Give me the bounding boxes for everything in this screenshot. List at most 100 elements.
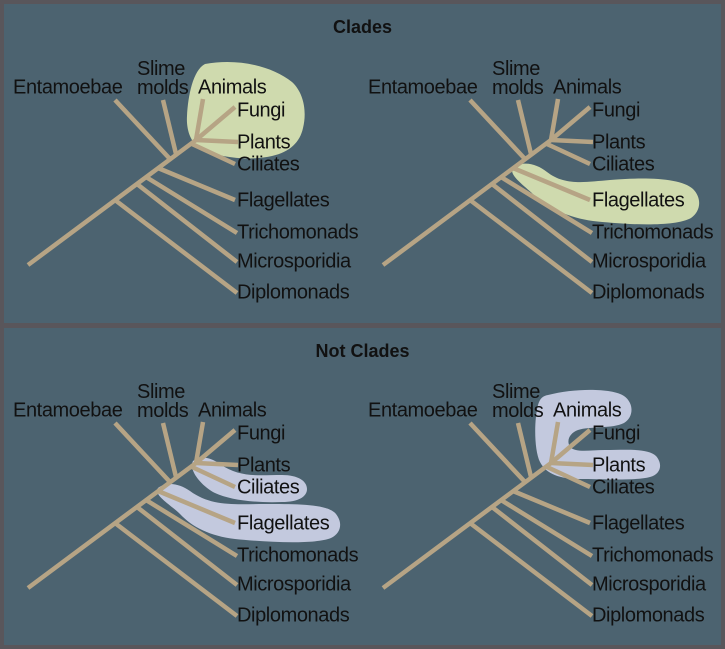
taxon-label-entamoebae: Entamoebae <box>13 399 123 422</box>
taxon-label-animals: Animals <box>553 399 622 422</box>
branch-microsporidia <box>135 182 239 264</box>
taxon-label-fungi: Fungi <box>592 99 641 122</box>
branch-entamoebae <box>113 421 172 484</box>
taxon-label-diplomonads: Diplomonads <box>237 281 350 304</box>
tree-graphic <box>26 62 305 295</box>
tree-graphic <box>26 421 341 618</box>
tree-graphic <box>381 98 700 295</box>
branch-slime-molds <box>160 99 179 155</box>
taxon-label-diplomonads: Diplomonads <box>237 604 350 627</box>
taxon-label-microsporidia: Microsporidia <box>592 573 706 596</box>
branch-ciliates <box>546 141 591 167</box>
tree-graphic <box>381 389 661 618</box>
taxon-label-animals: Animals <box>198 399 267 422</box>
branch-plants <box>195 137 239 145</box>
taxon-label-diplomonads: Diplomonads <box>592 604 705 627</box>
taxon-label-microsporidia: Microsporidia <box>237 250 351 273</box>
taxon-label-entamoebae: Entamoebae <box>13 76 123 99</box>
branch-ciliates <box>546 464 591 490</box>
branch-ciliates <box>191 141 236 167</box>
branch-plants <box>550 137 594 145</box>
panel-title-clades: Clades <box>332 17 393 37</box>
branch-slime-molds <box>515 99 534 155</box>
taxon-label-fungi: Fungi <box>237 422 286 445</box>
highlight-blob-animals-plants <box>535 389 661 480</box>
taxon-label-fungi: Fungi <box>592 422 641 445</box>
taxon-label-slime-molds: Slime molds <box>137 58 189 99</box>
branch-flagellates <box>512 488 591 526</box>
branch-entamoebae <box>113 98 172 161</box>
branch-microsporidia <box>490 505 594 587</box>
taxon-label-trichomonads: Trichomonads <box>237 544 359 567</box>
branch-diplomonads <box>113 198 239 295</box>
branch-fungi <box>194 428 237 465</box>
taxon-label-entamoebae: Entamoebae <box>368 76 478 99</box>
branch-fungi <box>549 428 592 465</box>
branch-trichomonads <box>144 498 239 558</box>
branch-flagellates <box>512 165 591 203</box>
branch-slime-molds <box>515 422 534 478</box>
branch-trichomonads <box>499 175 594 235</box>
trunk <box>381 461 553 590</box>
highlight-blob-animals-fungi-plants <box>186 62 305 159</box>
taxon-label-diplomonads: Diplomonads <box>592 281 705 304</box>
taxon-label-flagellates: Flagellates <box>237 512 330 535</box>
branch-animals <box>193 421 206 464</box>
taxon-label-microsporidia: Microsporidia <box>237 573 351 596</box>
taxon-label-entamoebae: Entamoebae <box>368 399 478 422</box>
branch-plants <box>195 460 239 468</box>
taxon-label-plants: Plants <box>592 131 646 154</box>
taxon-label-slime-molds: Slime molds <box>137 381 189 422</box>
taxon-label-ciliates: Ciliates <box>237 153 300 176</box>
taxon-label-ciliates: Ciliates <box>592 153 655 176</box>
highlight-blob-flagellates <box>512 163 700 225</box>
branch-entamoebae <box>468 421 527 484</box>
branch-fungi <box>194 105 237 142</box>
panel-title-not-clades: Not Clades <box>315 341 410 361</box>
branch-slime-molds <box>160 422 179 478</box>
taxon-label-plants: Plants <box>237 131 291 154</box>
taxon-label-ciliates: Ciliates <box>592 476 655 499</box>
branch-animals <box>548 98 561 141</box>
taxon-label-trichomonads: Trichomonads <box>592 221 714 244</box>
branch-microsporidia <box>490 182 594 264</box>
taxon-label-flagellates: Flagellates <box>237 189 330 212</box>
branch-entamoebae <box>468 98 527 161</box>
branch-diplomonads <box>468 521 594 618</box>
taxon-label-flagellates: Flagellates <box>592 189 685 212</box>
taxon-label-flagellates: Flagellates <box>592 512 685 535</box>
trunk <box>26 461 198 590</box>
taxon-label-animals: Animals <box>198 76 267 99</box>
branch-fungi <box>549 105 592 142</box>
taxon-label-animals: Animals <box>553 76 622 99</box>
trunk <box>26 138 198 267</box>
taxon-label-fungi: Fungi <box>237 99 286 122</box>
branch-animals <box>548 421 561 464</box>
taxon-label-microsporidia: Microsporidia <box>592 250 706 273</box>
branch-trichomonads <box>144 175 239 235</box>
taxon-label-trichomonads: Trichomonads <box>237 221 359 244</box>
taxon-label-slime-molds: Slime molds <box>492 381 544 422</box>
branch-ciliates <box>191 464 236 490</box>
branch-plants <box>550 460 594 468</box>
taxon-label-trichomonads: Trichomonads <box>592 544 714 567</box>
branch-animals <box>193 98 206 141</box>
branch-flagellates <box>157 165 236 203</box>
branch-trichomonads <box>499 498 594 558</box>
highlight-blob-ciliates-flagellates <box>157 457 341 543</box>
taxon-label-slime-molds: Slime molds <box>492 58 544 99</box>
branch-diplomonads <box>468 198 594 295</box>
branch-microsporidia <box>135 505 239 587</box>
branch-flagellates <box>157 488 236 526</box>
taxon-label-plants: Plants <box>592 454 646 477</box>
trunk <box>381 138 553 267</box>
branch-diplomonads <box>113 521 239 618</box>
taxon-label-plants: Plants <box>237 454 291 477</box>
